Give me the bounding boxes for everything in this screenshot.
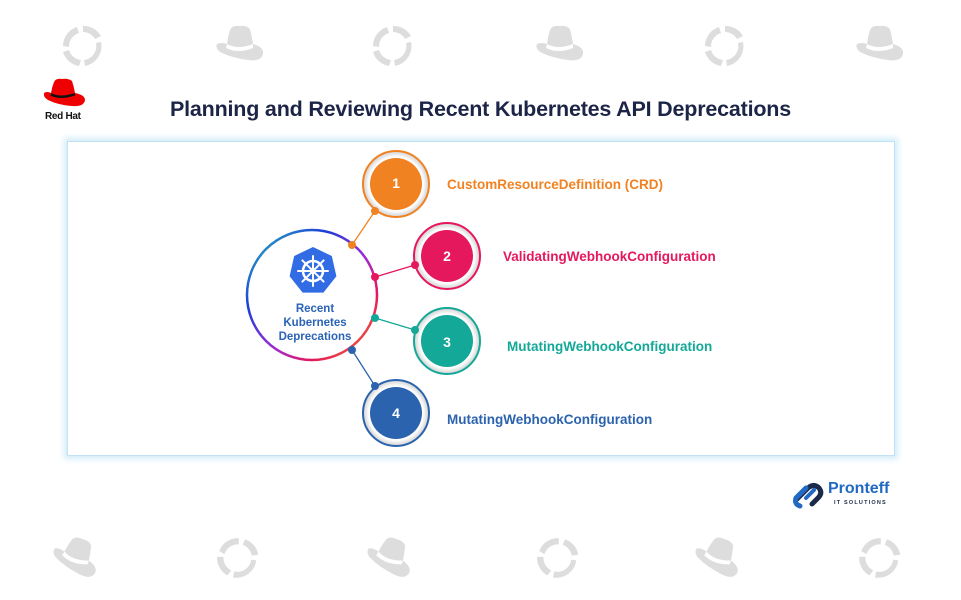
center-ring [245,228,379,362]
redhat-hat-icon [852,20,908,72]
redhat-hat-icon [532,20,588,72]
openshift-icon [365,20,421,72]
redhat-hat-icon [41,524,111,592]
center-label-line: Recent [295,303,335,315]
openshift-icon [55,20,111,72]
redhat-hat-icon [355,524,425,592]
pronteff-name: Pronteff [828,480,890,497]
center-label-line: Deprecations [278,331,352,343]
redhat-hat-icon [43,78,85,107]
item-badge-2 [421,230,473,282]
ring-dot-3 [371,314,379,322]
ring-dot-2 [371,273,379,281]
page-title: Planning and Reviewing Recent Kubernetes… [169,97,791,121]
item-number-3: 3 [443,334,451,350]
center-label-line: Kubernetes [283,317,347,329]
connector-line-3 [374,317,416,331]
openshift-icon [203,524,273,592]
openshift-icon [697,20,753,72]
item-number-2: 2 [443,248,451,264]
pronteff-logo: Pronteff IT SOLUTIONS [790,478,910,512]
openshift-icon [523,524,593,592]
connector-line-1 [351,210,376,246]
item-badge-1 [370,158,422,210]
item-label-4: MutatingWebhookConfiguration [447,412,653,427]
item-badge-4 [370,387,422,439]
diagram-frame [67,141,895,456]
node-dot-2 [411,261,419,269]
redhat-logo: Red Hat [42,78,86,128]
redhat-logo-text: Red Hat [45,111,81,122]
item-number-1: 1 [392,175,400,191]
item-label-2: ValidatingWebhookConfiguration [503,249,716,264]
connector-line-2 [374,264,416,278]
ring-dot-4 [348,346,356,354]
item-label-3: MutatingWebhookConfiguration [507,339,713,354]
item-number-4: 4 [392,405,400,421]
node-dot-1 [371,207,379,215]
item-label-1: CustomResourceDefinition (CRD) [447,177,664,192]
openshift-icon [845,524,915,592]
redhat-hat-icon [683,524,753,592]
connector-line-4 [351,349,376,387]
node-dot-3 [411,326,419,334]
kubernetes-helm-icon [289,247,337,293]
pronteff-tagline: IT SOLUTIONS [834,500,887,506]
redhat-hat-icon [212,20,268,72]
item-badge-3 [421,315,473,367]
ring-dot-1 [348,241,356,249]
center-label: Recent Kubernetes Deprecations [270,302,360,344]
node-dot-4 [371,382,379,390]
pronteff-mark-icon [793,483,824,509]
